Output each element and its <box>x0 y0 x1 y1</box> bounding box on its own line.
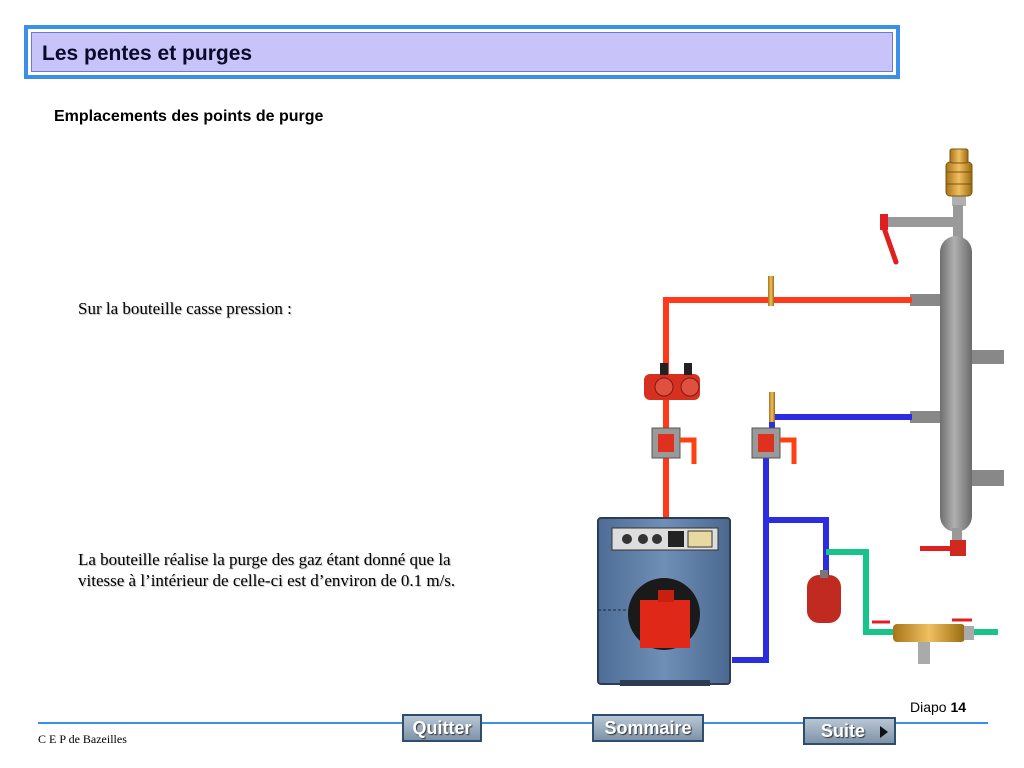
circulator-pump <box>644 363 700 400</box>
bottom-purge-valve <box>920 540 966 556</box>
page-title: Les pentes et purges <box>42 42 253 65</box>
fill-group-valve <box>872 618 974 664</box>
top-purge-valve <box>880 205 963 265</box>
network-pipe <box>826 549 998 635</box>
quit-button[interactable]: Quitter <box>402 714 482 742</box>
title-bar: Les pentes et purges <box>24 25 900 79</box>
organization-name: C E P de Bazeilles <box>38 732 127 746</box>
text-bottle-intro: Sur la bouteille casse pression : <box>78 299 292 318</box>
title-background: Les pentes et purges <box>31 32 893 72</box>
slide-indicator: Diapo 14 <box>910 699 966 715</box>
boiler <box>597 517 731 686</box>
hot-supply-pipe <box>663 276 912 520</box>
supply-isolation-valve <box>651 427 697 464</box>
return-isolation-valve <box>751 427 797 464</box>
footer-divider <box>38 722 988 724</box>
slide-number: 14 <box>950 699 967 715</box>
next-button[interactable]: Suite <box>803 717 896 745</box>
expansion-vessel <box>807 570 841 623</box>
text-bottle-explanation: La bouteille réalise la purge des gaz ét… <box>78 550 456 590</box>
next-button-label: Suite <box>821 721 866 741</box>
slide-label: Diapo <box>910 699 947 715</box>
play-arrow-icon <box>880 726 888 738</box>
auto-air-vent <box>945 148 973 206</box>
summary-button[interactable]: Sommaire <box>592 714 704 742</box>
pressure-breaker-bottle <box>910 236 1004 548</box>
section-subtitle: Emplacements des points de purge <box>54 108 324 125</box>
